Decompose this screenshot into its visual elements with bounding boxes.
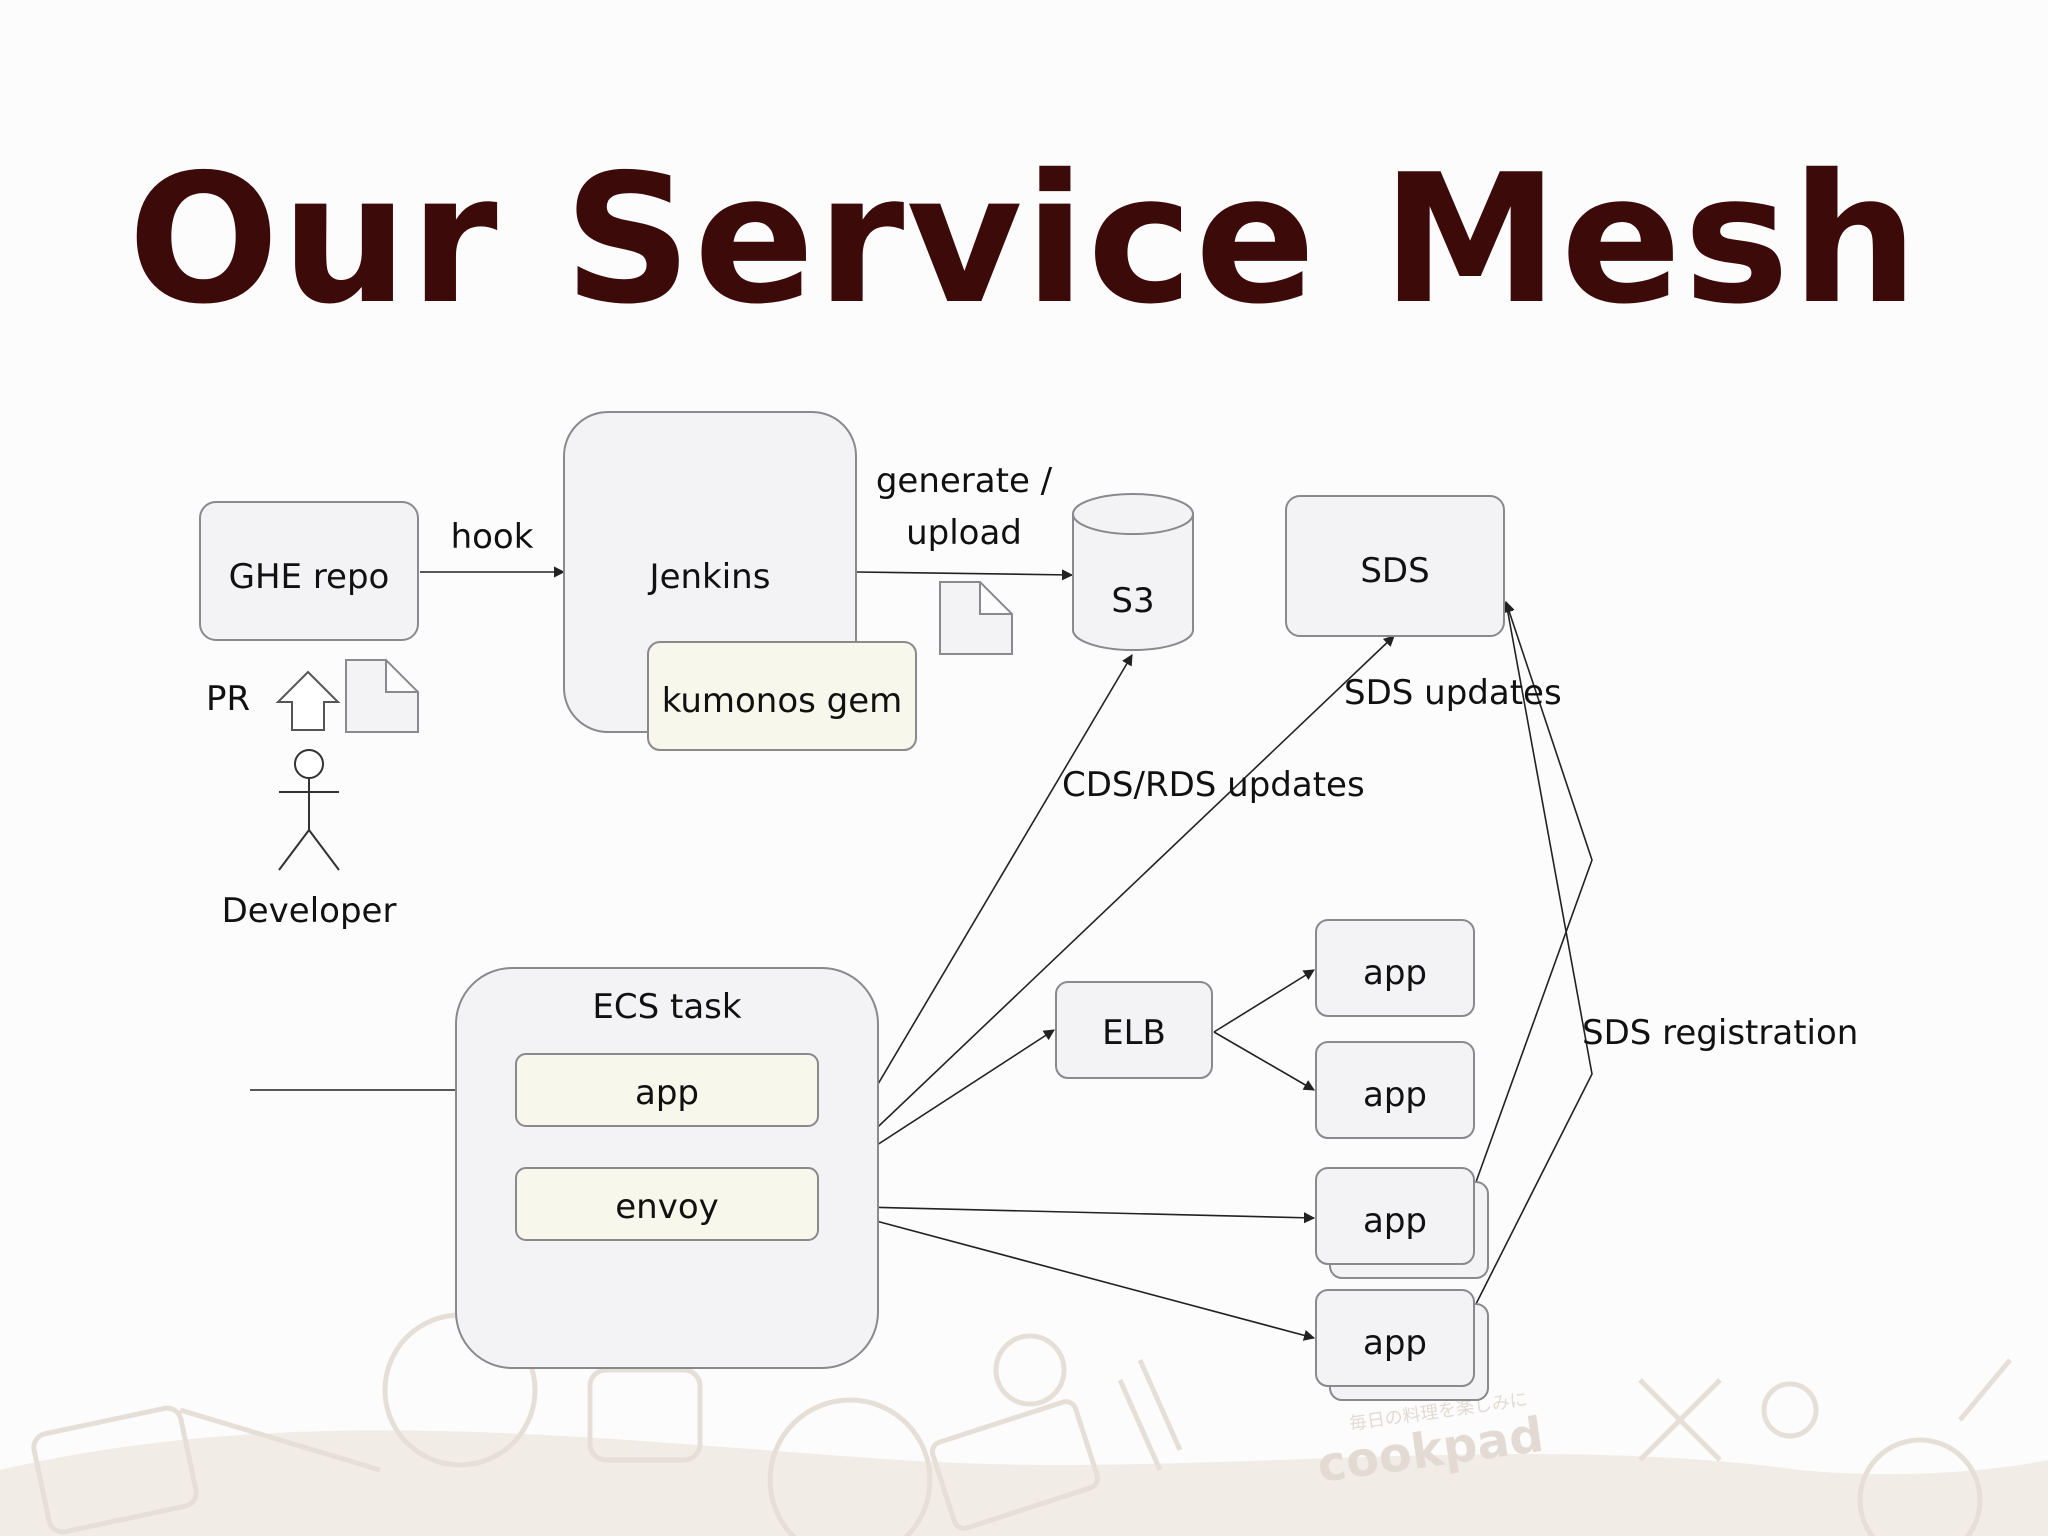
edge-envoy-to-app4 — [819, 1205, 1316, 1341]
edge-app3-to-sds-registration — [1475, 600, 1593, 1183]
generate-upload-label-line2: upload — [906, 513, 1022, 553]
app4-node — [1315, 1289, 1475, 1387]
sds-label: SDS — [1360, 551, 1429, 591]
document-icon — [345, 659, 419, 733]
spatula-icon — [1958, 1358, 2012, 1422]
ghe-repo-label: GHE repo — [229, 557, 390, 597]
app4-label: app — [1363, 1323, 1427, 1363]
hook-label: hook — [451, 517, 534, 557]
generate-upload-label-line1: generate / — [876, 461, 1053, 501]
edge-elb-to-app2 — [1213, 1031, 1315, 1091]
s3-node — [1072, 493, 1194, 651]
edge-jenkins-to-s3 — [855, 569, 1074, 581]
elb-node — [1055, 981, 1213, 1079]
kettle-icon — [587, 1367, 703, 1463]
developer-actor-icon — [278, 749, 340, 871]
cds-rds-updates-label: CDS/RDS updates — [1062, 765, 1365, 805]
sds-registration-label: SDS registration — [1582, 1013, 1858, 1053]
envoy-label: envoy — [615, 1187, 719, 1227]
kumonos-gem-label: kumonos gem — [662, 681, 903, 721]
app1-label: app — [1363, 953, 1427, 993]
whisk-icon — [1117, 1358, 1183, 1472]
slide-title: Our Service Mesh — [127, 136, 1921, 343]
edge-envoy-sds — [819, 635, 1395, 1183]
elb-label: ELB — [1102, 1013, 1166, 1053]
edge-envoy-to-app3 — [819, 1205, 1316, 1224]
scissors-icon — [1638, 1378, 1722, 1462]
envoy-node — [515, 1167, 819, 1241]
edge-elb-to-app1 — [1213, 969, 1315, 1033]
ecs-app-node — [515, 1053, 819, 1127]
lid-icon — [1857, 1437, 1983, 1536]
developer-label: Developer — [222, 891, 397, 931]
app2-node — [1315, 1041, 1475, 1139]
pr-label: PR — [206, 679, 250, 719]
bowl-icon — [993, 1333, 1067, 1407]
app1-node — [1315, 919, 1475, 1017]
sds-updates-label: SDS updates — [1344, 673, 1562, 713]
watermark-wave-band — [0, 1430, 2048, 1536]
config-file-icon — [939, 581, 1013, 655]
app2-label: app — [1363, 1075, 1427, 1115]
kumonos-gem-node — [647, 641, 917, 751]
s3-label: S3 — [1111, 581, 1154, 621]
app3-node — [1315, 1167, 1475, 1265]
ladle-icon — [1761, 1381, 1819, 1439]
upload-arrow-icon — [275, 670, 341, 731]
edge-app4-to-sds-registration — [1475, 600, 1593, 1305]
ecs-app-label: app — [635, 1073, 699, 1113]
tray-icon — [929, 1399, 1101, 1531]
sds-node — [1285, 495, 1505, 637]
cutting-board-icon — [31, 1405, 199, 1535]
jenkins-label: Jenkins — [648, 557, 771, 597]
ecs-task-label: ECS task — [592, 987, 741, 1027]
app3-label: app — [1363, 1201, 1427, 1241]
pot-icon — [767, 1397, 933, 1536]
ghe-repo-node — [199, 501, 419, 641]
knife-icon — [179, 1407, 381, 1473]
